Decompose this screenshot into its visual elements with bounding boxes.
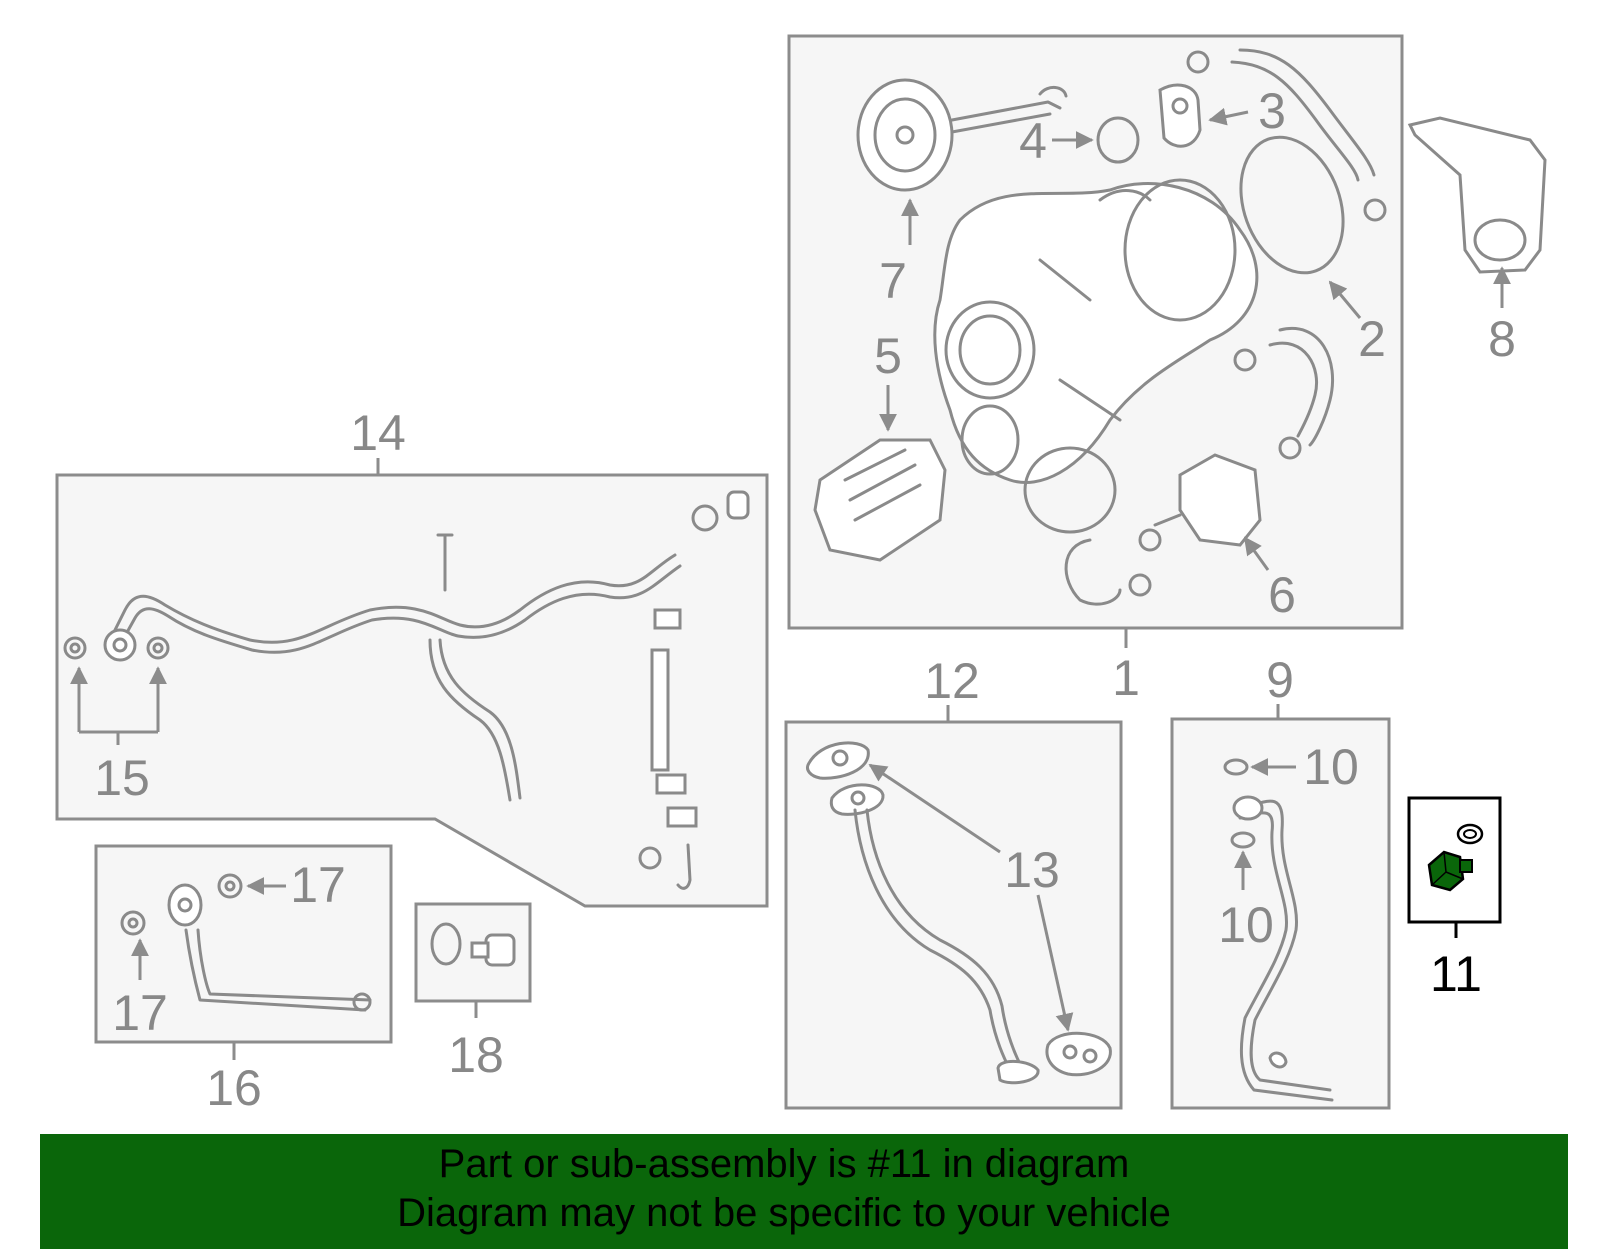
callout-4[interactable]: 4 — [1019, 113, 1047, 169]
callout-10b[interactable]: 10 — [1218, 897, 1274, 953]
flange-gasket-part — [806, 741, 870, 780]
callout-5[interactable]: 5 — [874, 328, 902, 384]
washer-part — [1230, 831, 1256, 849]
part-11-plug[interactable] — [1427, 850, 1473, 892]
callout-16[interactable]: 16 — [206, 1060, 262, 1116]
washer-part — [146, 636, 170, 660]
plug-kit-box[interactable] — [414, 902, 532, 1003]
callout-11[interactable]: 11 — [1430, 946, 1482, 1002]
banner-line-2: Diagram may not be specific to your vehi… — [397, 1191, 1171, 1235]
turbo-housing-part — [933, 178, 1259, 534]
water-pipe-part — [1238, 799, 1332, 1092]
washer-part — [1223, 758, 1249, 776]
o-ring-part — [1096, 116, 1140, 164]
banjo-fitting-part — [167, 883, 203, 927]
callout-14[interactable]: 14 — [350, 405, 406, 461]
washer-part — [120, 910, 146, 936]
callout-7[interactable]: 7 — [879, 253, 907, 309]
callout-17a[interactable]: 17 — [290, 857, 346, 913]
washer-part — [63, 636, 87, 660]
part-11-washer — [1456, 823, 1484, 845]
oil-feed-box[interactable] — [55, 473, 769, 908]
callout-17b[interactable]: 17 — [112, 985, 168, 1041]
callout-2[interactable]: 2 — [1358, 311, 1386, 367]
oil-pipe-part — [108, 553, 677, 644]
callout-12[interactable]: 12 — [924, 653, 980, 709]
callout-9[interactable]: 9 — [1266, 652, 1294, 708]
plug-part — [470, 933, 516, 967]
callout-13[interactable]: 13 — [1004, 842, 1060, 898]
callout-8[interactable]: 8 — [1488, 311, 1516, 367]
callout-15[interactable]: 15 — [94, 750, 150, 806]
callout-18[interactable]: 18 — [448, 1027, 504, 1083]
washer-part — [217, 873, 243, 899]
coolant-pipe-part — [853, 808, 1012, 1072]
callout-6[interactable]: 6 — [1268, 567, 1296, 623]
part-11-box[interactable] — [1407, 796, 1502, 924]
coolant-pipe-box[interactable] — [784, 720, 1123, 1110]
turbo-assembly-box[interactable] — [787, 34, 1404, 630]
gasket-part — [1239, 135, 1345, 275]
wastegate-actuator-part — [856, 78, 1068, 192]
solenoid-valve-part — [1153, 453, 1262, 547]
info-banner: Part or sub-assembly is #11 in diagram D… — [40, 1134, 1568, 1249]
callout-3[interactable]: 3 — [1258, 83, 1286, 139]
banjo-bolt-part — [103, 628, 137, 662]
callout-1[interactable]: 1 — [1112, 650, 1140, 706]
electric-actuator-part — [813, 438, 947, 562]
fitting-part — [1158, 83, 1202, 148]
pipe-part — [184, 928, 367, 1012]
o-ring-part — [430, 922, 462, 966]
bracket-part — [1407, 116, 1547, 274]
hose-part — [1238, 48, 1376, 177]
flange-gasket-part — [1045, 1031, 1112, 1077]
water-return-pipe-box[interactable] — [1170, 717, 1391, 1110]
banner-line-1: Part or sub-assembly is #11 in diagram — [438, 1142, 1130, 1186]
callout-10a[interactable]: 10 — [1303, 739, 1359, 795]
